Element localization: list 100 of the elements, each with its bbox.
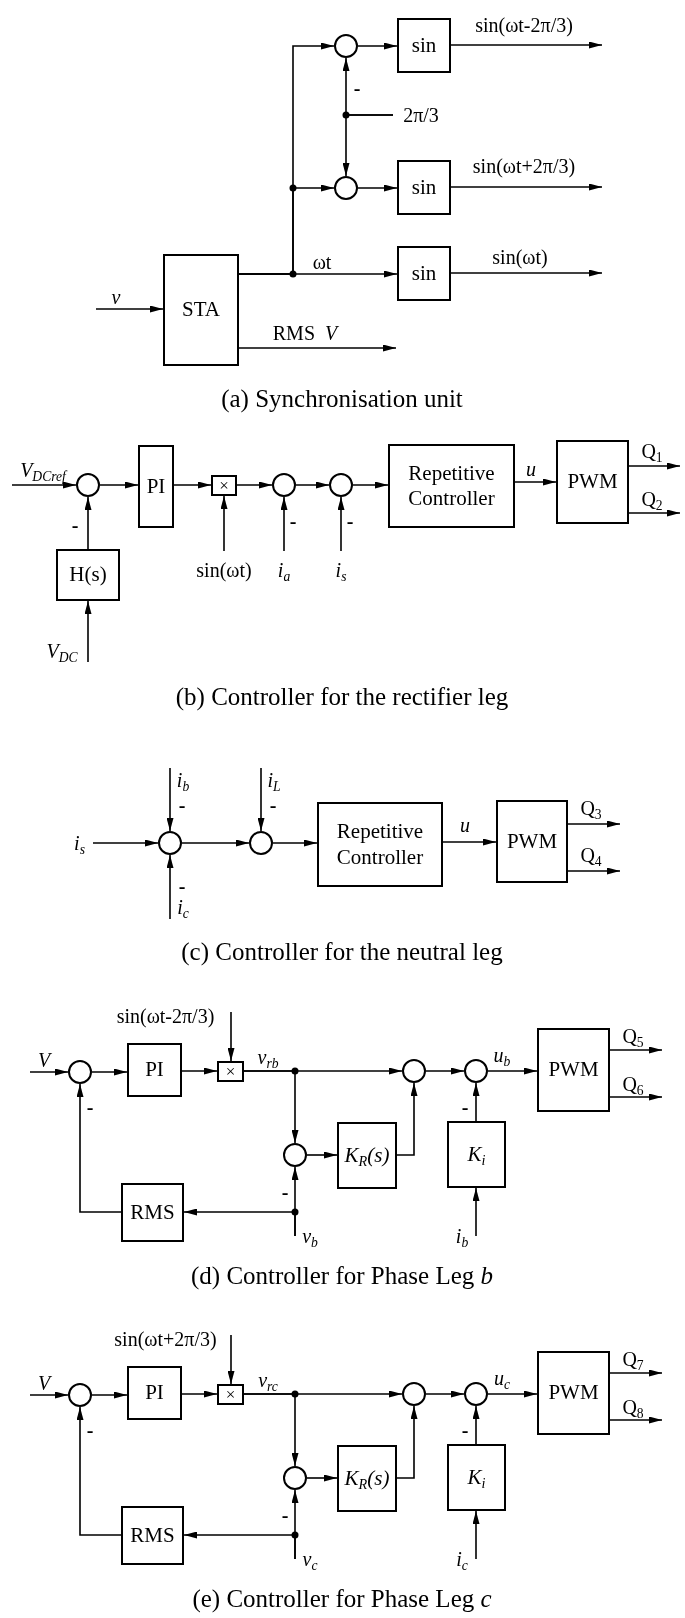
signal-arrow <box>609 1046 663 1054</box>
sign-label: - <box>71 515 79 535</box>
sign-label: - <box>281 1505 289 1525</box>
signal-label: sin(ωt) <box>184 551 264 589</box>
block-label: K$_{i}$ <box>467 1141 486 1168</box>
transfer-block <box>317 802 443 887</box>
signal-arrow <box>352 481 389 489</box>
block-label: PWM <box>506 828 558 855</box>
signal-label: sin(ωt-2π/3) <box>100 1002 231 1030</box>
signal-label: i$_{L}$ <box>261 768 287 792</box>
signal-arrow <box>514 478 557 486</box>
edge-label: u$_{c}$ <box>494 1367 510 1389</box>
block-label: PI <box>145 1057 164 1083</box>
signal-arrow <box>609 1093 663 1101</box>
edge-label: RMS V <box>272 322 338 344</box>
edge-label: u <box>526 458 536 480</box>
block-label: PI <box>146 473 166 500</box>
transfer-block <box>447 1121 506 1188</box>
summing-junction <box>329 473 353 497</box>
edge-label: v$_{rc}$ <box>258 1369 278 1391</box>
signal-arrow <box>357 42 398 50</box>
block-label: PI <box>145 1380 164 1406</box>
signal-arrow <box>173 481 212 489</box>
edge-label: sin(ωt+2π/3) <box>472 155 576 177</box>
signal-arrow <box>450 269 603 277</box>
multiply-sign: × <box>225 1386 236 1403</box>
transfer-block <box>127 1043 182 1097</box>
signal-arrow <box>238 270 398 278</box>
multiplier-block <box>217 1384 244 1405</box>
transfer-block <box>397 160 451 215</box>
sign-label: - <box>346 511 354 531</box>
signal-arrow <box>628 462 681 470</box>
sign-label: - <box>461 1097 469 1117</box>
signal-label: i$_{b}$ <box>170 768 196 792</box>
summing-junction <box>464 1059 488 1083</box>
signal-arrow <box>472 1510 480 1560</box>
figure-caption: (d) Controller for Phase Leg b <box>191 1262 493 1290</box>
signal-arrow <box>92 839 159 847</box>
signal-arrow <box>280 496 288 552</box>
summing-junction <box>283 1143 307 1167</box>
edge-label: Q$_{2}$ <box>641 488 663 510</box>
signal-arrow <box>567 867 621 875</box>
transfer-block <box>127 1366 182 1420</box>
signal-arrow <box>357 184 398 192</box>
edge-label: Q$_{3}$ <box>580 797 602 819</box>
block-label: PWM <box>548 1057 599 1083</box>
signal-arrow <box>183 1208 296 1237</box>
signal-label: i$_{c}$ <box>170 895 196 919</box>
signal-arrow <box>236 481 273 489</box>
block-label: RMS <box>130 1522 175 1549</box>
summing-junction <box>272 473 296 497</box>
sign-label: - <box>178 795 186 815</box>
signal-arrow <box>342 114 394 177</box>
transfer-block <box>388 444 515 528</box>
edge-label: Q$_{1}$ <box>641 440 663 462</box>
sign-label: - <box>86 1420 94 1440</box>
signal-arrow <box>11 481 77 489</box>
edge-label: sin(ωt) <box>492 246 548 268</box>
sign-label: - <box>353 78 361 98</box>
edge-label: sin(ωt-2π/3) <box>475 14 573 36</box>
signal-arrow <box>181 1067 218 1075</box>
signal-arrow <box>91 1068 128 1076</box>
signal-label: i$_{b}$ <box>448 1224 476 1248</box>
signal-arrow <box>99 481 139 489</box>
signal-arrow <box>472 1082 480 1122</box>
signal-arrow <box>396 1405 418 1479</box>
edge-label: Q$_{5}$ <box>622 1025 644 1047</box>
block-label: K$_{i}$ <box>467 1464 486 1491</box>
signal-label: V$_{DC}$ <box>36 640 88 662</box>
figure-caption: (c) Controller for the neutral leg <box>181 938 503 966</box>
signal-label: v <box>96 286 136 309</box>
block-label: Repetitive Controller <box>335 819 425 870</box>
summing-junction <box>68 1383 92 1407</box>
block-label: K$_{R}$(s) <box>344 1142 390 1169</box>
transfer-block <box>337 1122 397 1189</box>
signal-label: sin(ωt+2π/3) <box>100 1325 231 1353</box>
signal-arrow <box>425 1067 465 1075</box>
sign-label: - <box>86 1097 94 1117</box>
signal-arrow <box>181 839 250 847</box>
summing-junction <box>249 831 273 855</box>
multiply-sign: × <box>219 477 229 494</box>
signal-arrow <box>238 344 397 352</box>
signal-label: V$_{DCref}$ <box>12 455 74 485</box>
summing-junction <box>68 1060 92 1084</box>
signal-arrow <box>472 1405 480 1445</box>
edge-label: u <box>460 814 470 836</box>
figure-caption: (b) Controller for the rectifier leg <box>175 683 509 711</box>
sign-label: - <box>178 876 186 896</box>
signal-label: i$_{a}$ <box>271 551 297 589</box>
signal-label: i$_{s}$ <box>328 551 354 589</box>
signal-arrow <box>272 839 318 847</box>
signal-arrow <box>450 183 603 191</box>
signal-arrow <box>227 1334 235 1385</box>
edge-label: v$_{rb}$ <box>257 1046 279 1068</box>
block-label: Repetitive Controller <box>407 460 496 512</box>
block-label: sin <box>411 260 437 287</box>
summing-junction <box>402 1059 426 1083</box>
summing-junction <box>334 176 358 200</box>
signal-arrow <box>306 1474 338 1482</box>
summing-junction <box>402 1382 426 1406</box>
